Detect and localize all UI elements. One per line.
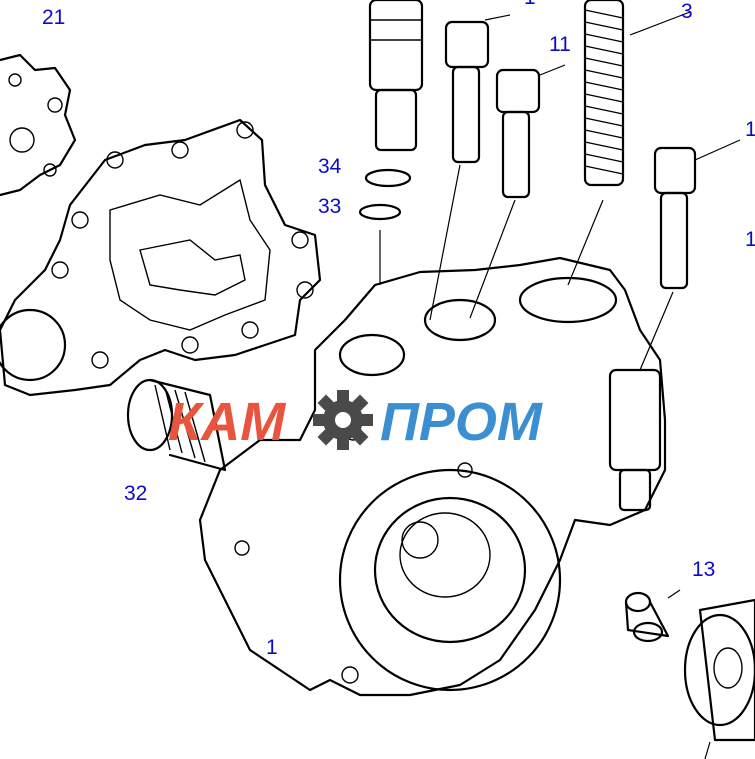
callout-1: 1 [266,636,278,659]
hub-ring [683,598,755,742]
leader-lines [379,11,741,759]
callout-34: 34 [318,155,342,178]
callout-33: 33 [318,195,342,218]
watermark-text-prom: ПРОМ [380,392,543,452]
callout-right-lower: 1 [745,228,755,251]
watermark-logo: КАМ ПРОМ [168,390,543,452]
o-ring-33 [358,203,402,221]
callout-11: 11 [549,33,571,56]
callout-3: 3 [681,0,693,23]
bushing-13 [624,591,670,643]
callout-21: 21 [42,6,66,29]
callout-right-upper: 1 [745,118,755,141]
callout-top-partial: 1 [524,0,536,10]
solenoid-pin-1 [444,20,490,164]
spring-3 [583,0,625,187]
callout-13: 13 [692,558,716,581]
gear-icon [313,390,373,450]
solenoid-pin-11 [495,68,541,199]
main-housing [198,256,667,697]
spool-valve-large [368,0,424,152]
filter-32 [126,378,227,472]
part-21-plate [0,53,77,197]
watermark-text-kam: КАМ [168,392,286,452]
callout-32: 32 [124,482,148,505]
gasket [0,118,322,397]
solenoid-pin-right [653,146,697,290]
o-ring-34 [364,168,412,188]
